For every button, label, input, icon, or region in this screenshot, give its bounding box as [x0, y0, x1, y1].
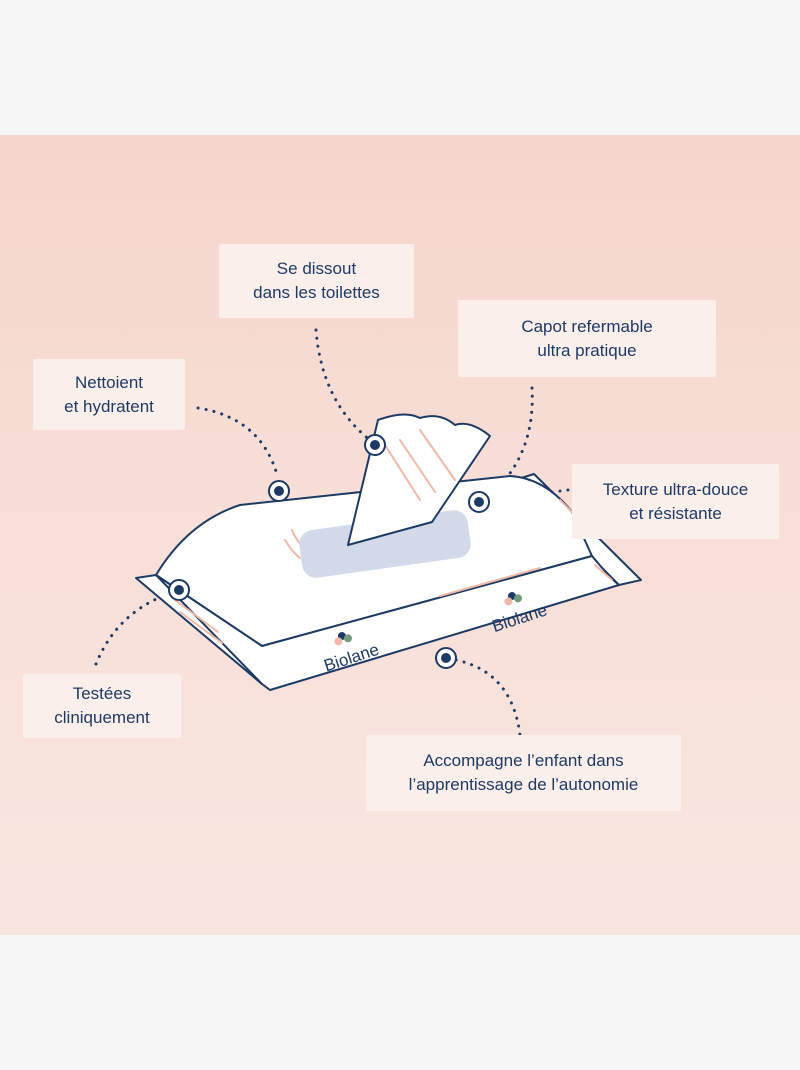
connector-capot	[506, 386, 534, 478]
callout-nettoient-line1: Nettoient	[74, 372, 144, 392]
connector-testees	[94, 590, 176, 666]
callout-testees-line2: cliniquement	[54, 708, 150, 727]
connector-autonomie	[454, 658, 522, 737]
marker-nettoient-icon	[268, 480, 290, 502]
callout-texture: Texture ultra-douce et résistante	[572, 464, 779, 539]
marker-texture-icon	[468, 491, 490, 513]
marker-dissout-icon	[364, 434, 386, 456]
marker-autonomie-icon	[435, 647, 457, 669]
callout-capot-line1: Capot refermable	[521, 316, 653, 336]
front-face	[155, 555, 620, 691]
markers	[168, 434, 490, 669]
callout-dissout: Se dissout dans les toilettes	[219, 244, 414, 318]
callout-dissout-line1: Se dissout	[276, 259, 357, 278]
callout-testees: Testées cliniquement	[23, 674, 181, 738]
callout-capot: Capot refermable ultra pratique	[458, 300, 716, 377]
callout-texture-line2: et résistante	[629, 503, 722, 523]
marker-testees-icon	[168, 579, 190, 601]
callout-nettoient: Nettoient et hydratent	[33, 359, 185, 430]
callout-texture-line1: Texture ultra-douce	[602, 479, 749, 499]
callout-dissout-line2: dans les toilettes	[253, 283, 380, 302]
callout-capot-line2: ultra pratique	[537, 340, 637, 360]
callout-autonomie-line2: l’apprentissage de l’autonomie	[408, 775, 639, 794]
callout-nettoient-line2: et hydratent	[64, 396, 154, 416]
callout-testees-line1: Testées	[72, 684, 132, 703]
callout-autonomie-line1: Accompagne l’enfant dans	[423, 751, 624, 770]
connector-dissout	[314, 328, 377, 446]
lid	[299, 510, 471, 578]
connector-nettoient	[196, 406, 280, 480]
callout-autonomie: Accompagne l’enfant dans l’apprentissage…	[366, 735, 681, 811]
